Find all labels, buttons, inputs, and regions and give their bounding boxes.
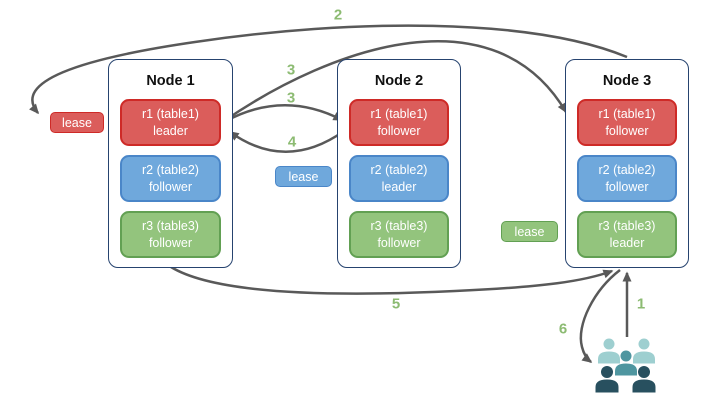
lease-badge-table3: lease	[501, 221, 558, 242]
replica-list: r1 (table1) leader r2 (table2) follower …	[120, 99, 221, 258]
lease-badge-table1: lease	[50, 112, 104, 133]
replica-role: follower	[148, 235, 193, 250]
step-label-6: 6	[558, 320, 568, 338]
replica-role: follower	[377, 235, 421, 250]
user-icon	[633, 338, 655, 364]
step-label-4: 4	[287, 133, 297, 151]
replica-role: leader	[381, 179, 417, 194]
arrow-step-6-node3-to-users	[579, 269, 621, 363]
step-label-2: 2	[333, 6, 343, 24]
step-label-5: 5	[391, 295, 401, 313]
node-3: Node 3 r1 (table1) follower r2 (table2) …	[565, 59, 689, 268]
replica-role: follower	[148, 179, 193, 194]
replica-r2-node3: r2 (table2) follower	[577, 155, 677, 202]
replica-name: r3 (table3)	[598, 219, 656, 234]
node-title: Node 2	[374, 73, 424, 89]
replica-r1-node1: r1 (table1) leader	[120, 99, 221, 146]
replica-role: leader	[153, 123, 188, 138]
arrow-step-3-node1-to-node3	[223, 40, 568, 123]
replica-role: leader	[609, 235, 645, 250]
replica-name: r3 (table3)	[142, 219, 199, 234]
user-icon	[598, 338, 620, 364]
replica-r1-node3: r1 (table1) follower	[577, 99, 677, 146]
replica-role: follower	[377, 123, 421, 138]
replica-role: follower	[605, 123, 649, 138]
replica-r3-node1: r3 (table3) follower	[120, 211, 221, 258]
step-label-1: 1	[636, 295, 646, 313]
step-label-3a: 3	[286, 61, 296, 79]
user-icon	[595, 366, 619, 393]
replica-name: r1 (table1)	[370, 107, 428, 122]
node-1: Node 1 r1 (table1) leader r2 (table2) fo…	[108, 59, 233, 268]
replica-name: r1 (table1)	[598, 107, 656, 122]
lease-badge-table2: lease	[275, 166, 332, 187]
arrow-step-2-node3-to-lease	[29, 24, 628, 115]
node-title: Node 1	[146, 73, 195, 89]
replica-r1-node2: r1 (table1) follower	[349, 99, 449, 146]
replica-list: r1 (table1) follower r2 (table2) leader …	[349, 99, 449, 258]
replica-r3-node3: r3 (table3) leader	[577, 211, 677, 258]
replica-name: r2 (table2)	[142, 163, 199, 178]
replica-role: follower	[605, 179, 649, 194]
user-icon	[632, 366, 656, 393]
replica-name: r2 (table2)	[370, 163, 428, 178]
replica-r2-node2: r2 (table2) leader	[349, 155, 449, 202]
replica-name: r3 (table3)	[370, 219, 428, 234]
arrow-step-4-node2-to-node1	[228, 129, 345, 153]
arrow-step-3-node1-to-node2	[225, 104, 344, 123]
replica-list: r1 (table1) follower r2 (table2) followe…	[577, 99, 677, 258]
user-icon	[615, 350, 637, 376]
replica-r2-node1: r2 (table2) follower	[120, 155, 221, 202]
replica-name: r2 (table2)	[598, 163, 656, 178]
arrow-step-5-node1-to-node3	[170, 265, 614, 295]
node-title: Node 3	[602, 73, 652, 89]
users-group-icon	[595, 338, 656, 393]
step-label-3b: 3	[286, 89, 296, 107]
replica-r3-node2: r3 (table3) follower	[349, 211, 449, 258]
replica-name: r1 (table1)	[142, 107, 199, 122]
node-2: Node 2 r1 (table1) follower r2 (table2) …	[337, 59, 461, 268]
